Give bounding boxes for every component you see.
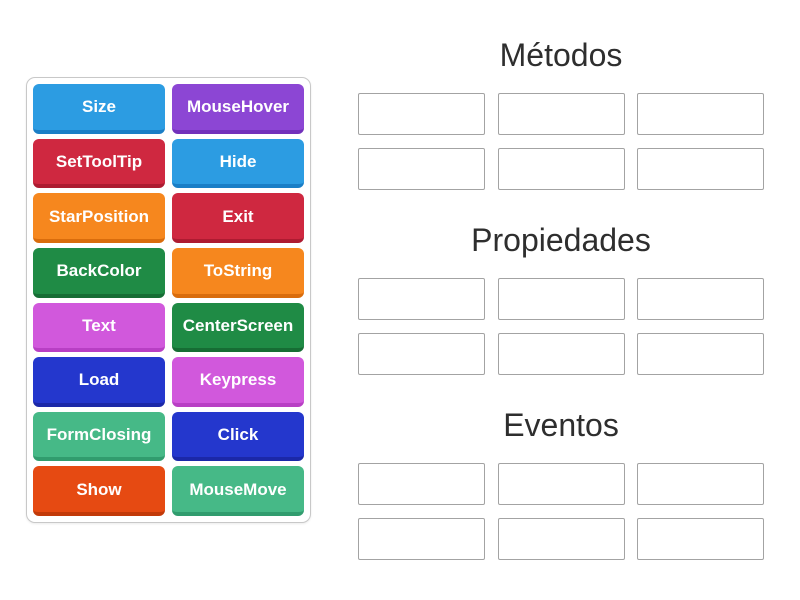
- tile-label: ToString: [203, 261, 273, 281]
- slot-metodos-6[interactable]: [637, 148, 764, 190]
- tile-tostring[interactable]: ToString: [172, 247, 304, 298]
- slots-eventos: [358, 463, 764, 560]
- tile-label: SetToolTip: [55, 151, 143, 171]
- slots-propiedades: [358, 278, 764, 375]
- tile-label: Click: [217, 425, 259, 445]
- tile-label: Text: [82, 315, 116, 335]
- group-propiedades: Propiedades: [358, 221, 764, 375]
- tile-hide[interactable]: Hide: [172, 138, 304, 189]
- tile-label: Show: [76, 479, 122, 499]
- tile-centerscreen[interactable]: CenterScreen: [172, 302, 304, 353]
- tile-label: Hide: [219, 151, 257, 171]
- tile-label: Size: [81, 97, 117, 117]
- slot-eventos-1[interactable]: [358, 463, 485, 505]
- tile-label: Keypress: [199, 370, 277, 390]
- tile-click[interactable]: Click: [172, 411, 304, 462]
- slot-eventos-3[interactable]: [637, 463, 764, 505]
- tile-text[interactable]: Text: [33, 302, 165, 353]
- tile-label: BackColor: [56, 261, 142, 281]
- tile-label: Exit: [222, 206, 254, 226]
- tile-load[interactable]: Load: [33, 357, 165, 407]
- slot-metodos-1[interactable]: [358, 93, 485, 135]
- slot-eventos-2[interactable]: [497, 463, 625, 505]
- slot-propiedades-3[interactable]: [637, 278, 764, 320]
- tile-mousemove[interactable]: MouseMove: [172, 466, 304, 516]
- slots-metodos: [358, 93, 764, 190]
- tile-size[interactable]: Size: [33, 84, 165, 134]
- slot-eventos-4[interactable]: [358, 518, 485, 560]
- slot-metodos-5[interactable]: [497, 148, 625, 190]
- tile-formclosing[interactable]: FormClosing: [33, 411, 165, 462]
- slot-metodos-3[interactable]: [637, 93, 764, 135]
- tile-starposition[interactable]: StarPosition: [33, 193, 165, 243]
- tile-label: CenterScreen: [182, 315, 294, 335]
- slot-eventos-6[interactable]: [637, 518, 764, 560]
- tile-show[interactable]: Show: [33, 466, 165, 516]
- tile-backcolor[interactable]: BackColor: [33, 247, 165, 298]
- tile-exit[interactable]: Exit: [172, 193, 304, 243]
- slot-eventos-5[interactable]: [497, 518, 625, 560]
- slot-propiedades-1[interactable]: [358, 278, 485, 320]
- tile-keypress[interactable]: Keypress: [172, 357, 304, 407]
- slot-propiedades-2[interactable]: [497, 278, 625, 320]
- group-metodos: Métodos: [358, 36, 764, 190]
- group-title-eventos: Eventos: [503, 407, 619, 443]
- slot-metodos-2[interactable]: [497, 93, 625, 135]
- group-title-propiedades: Propiedades: [471, 222, 651, 258]
- group-title-metodos: Métodos: [499, 37, 623, 73]
- tile-label: MouseHover: [186, 97, 290, 117]
- tile-label: MouseMove: [189, 479, 287, 499]
- tile-label: StarPosition: [48, 206, 150, 226]
- slot-propiedades-4[interactable]: [358, 333, 485, 375]
- tile-settooltip[interactable]: SetToolTip: [33, 138, 165, 189]
- tile-label: Load: [78, 370, 120, 390]
- slot-propiedades-6[interactable]: [637, 333, 764, 375]
- slot-metodos-4[interactable]: [358, 148, 485, 190]
- group-eventos: Eventos: [358, 406, 764, 560]
- tile-label: FormClosing: [46, 425, 152, 445]
- slot-propiedades-5[interactable]: [497, 333, 625, 375]
- tile-mousehover[interactable]: MouseHover: [172, 84, 304, 134]
